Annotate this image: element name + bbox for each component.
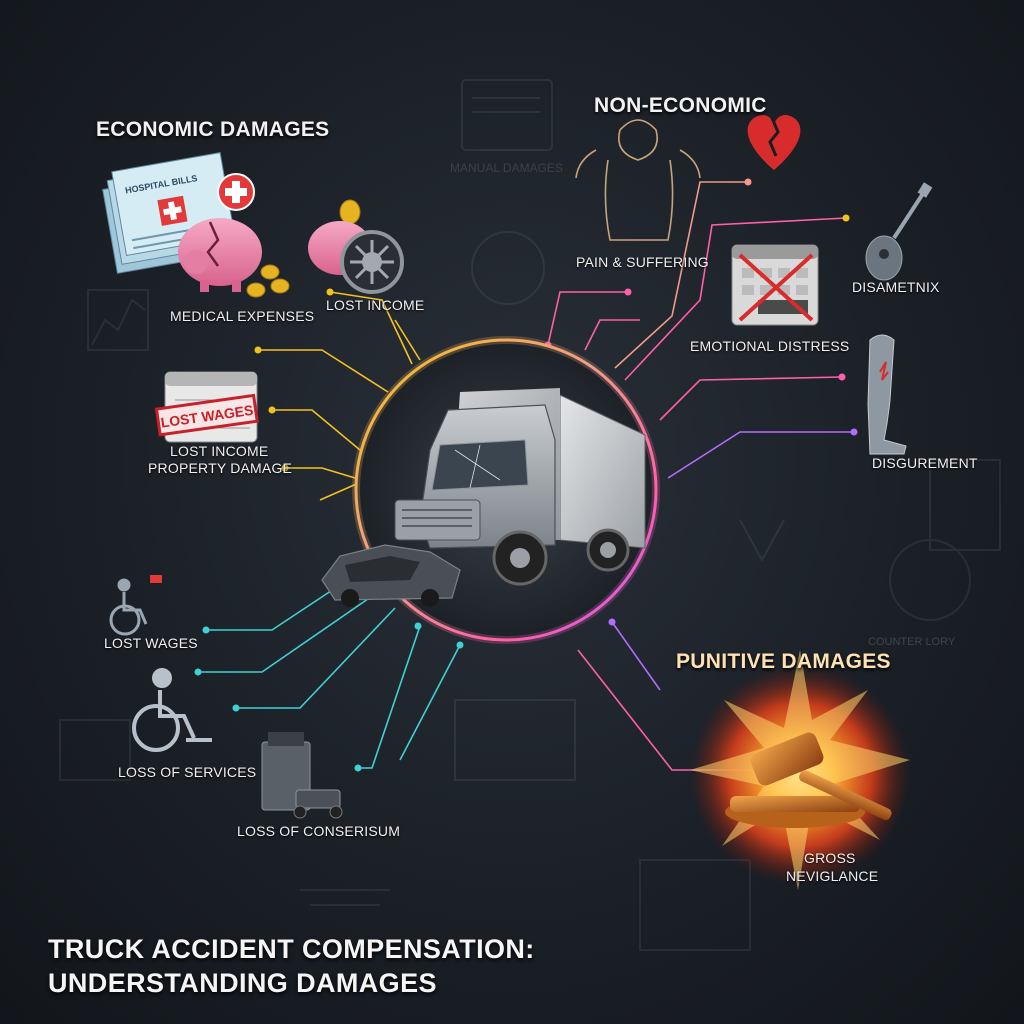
economic-damages-heading: ECONOMIC DAMAGES [96, 118, 330, 141]
punitive-damages-heading: PUNITIVE DAMAGES [676, 650, 891, 673]
page-title-line-1: TRUCK ACCIDENT COMPENSATION: [48, 934, 535, 964]
connector-loss-of-services [236, 607, 396, 709]
connector-pink-2 [584, 319, 640, 351]
label-gross-line2: NEVIGLANCE [786, 868, 879, 884]
medical-cross-icon [217, 173, 255, 211]
broken-heart-icon [747, 115, 801, 170]
broken-piggy-bank-icon [178, 218, 262, 292]
label-emotional-distress: EMOTIONAL DISTRESS [690, 338, 850, 354]
connector-cyan-4 [399, 644, 461, 761]
wheelchair-small-icon [109, 575, 162, 636]
piggy-bank-wheel-icon [308, 221, 404, 294]
connector-mid-cyan [198, 591, 379, 673]
loss-of-consortium-icon [261, 732, 343, 819]
connector-pain-suffering [547, 291, 628, 346]
label-disability: DISAMETNIX [852, 279, 940, 295]
label-loss-of-services: LOSS OF SERVICES [118, 764, 257, 780]
wheelchair-large-icon [132, 668, 212, 752]
connector-lost-wages [206, 574, 356, 631]
leg-prosthesis-icon [867, 334, 907, 455]
connector-emotional-distress [624, 217, 847, 381]
gavel-icon [725, 732, 892, 828]
connector-loss-of-consortium [358, 625, 421, 769]
non-economic-heading: NON-ECONOMIC [594, 94, 767, 117]
label-lost-income: LOST INCOME [170, 443, 269, 459]
label-lost-wages: LOST WAGES [104, 635, 198, 651]
background-text-1: MANUAL DAMAGES [450, 161, 563, 175]
background-text-2: COUNTER LORY [868, 636, 956, 648]
connector-lost-income-top [394, 319, 421, 361]
label-lost-income-top: LOST INCOME [326, 297, 425, 313]
coins-icon [246, 199, 361, 298]
label-property-damage: PROPERTY DAMAGE [148, 460, 293, 476]
connector-lines [198, 181, 854, 771]
connector-punitive [611, 621, 661, 691]
connector-non-economic [614, 181, 748, 369]
label-loss-of-consortium: LOSS OF CONSERISUM [237, 823, 401, 839]
background-decor [59, 79, 1001, 951]
connector-property-damage [285, 467, 356, 479]
distressed-person-icon [575, 119, 701, 241]
label-medical-expenses: MEDICAL EXPENSES [170, 308, 315, 324]
label-gross-line1: GROSS [804, 850, 856, 866]
connector-disfigurement [659, 376, 843, 421]
page-title-line-2: UNDERSTANDING DAMAGES [48, 968, 437, 998]
emotional-calendar-icon [731, 244, 819, 326]
calendar-lost-wages-icon: LOST WAGES [154, 371, 259, 443]
label-disfigurement: DISGUREMENT [872, 455, 978, 471]
connector-medical-expenses [329, 291, 413, 365]
connector-disfigurement-2 [667, 431, 854, 479]
label-pain-suffering: PAIN & SUFFERING [576, 254, 709, 270]
central-ring [354, 338, 658, 642]
connector-lost-income [258, 349, 389, 393]
connector-property-stamp [272, 409, 361, 451]
guitar-icon [865, 182, 933, 281]
page-title: TRUCK ACCIDENT COMPENSATION: UNDERSTANDI… [48, 932, 535, 1000]
truck-crash-icon [321, 388, 646, 607]
